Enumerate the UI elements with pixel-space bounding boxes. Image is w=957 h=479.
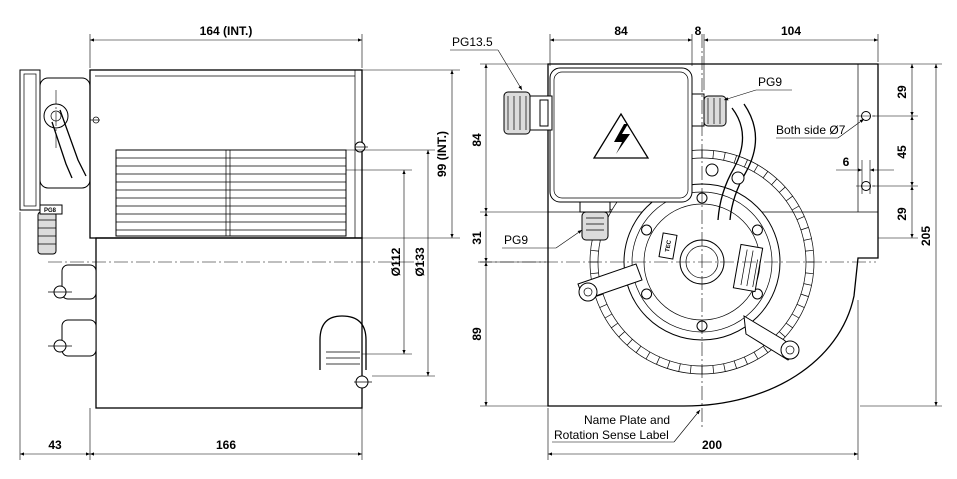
scroll-housing: [547, 63, 879, 407]
impeller-blade-tick: [805, 249, 814, 252]
impeller-blade-tick: [800, 227, 809, 231]
impeller-blade-tick: [712, 150, 715, 159]
impeller-blade-tick: [779, 186, 786, 193]
motor-screw: [751, 224, 763, 236]
dim-43: 43: [48, 438, 62, 452]
label-rotation-sense: Rotation Sense Label: [554, 428, 669, 442]
impeller-blade-tick: [805, 272, 814, 275]
impeller-blade-tick: [618, 331, 625, 338]
impeller-blade-tick: [712, 365, 715, 374]
label-pg135: PG13.5: [452, 35, 493, 49]
impeller-blade-tick: [753, 164, 759, 173]
impeller-blade-tick: [743, 159, 748, 168]
impeller-blade-tick: [785, 195, 793, 202]
impeller-blade-tick: [762, 345, 769, 353]
impeller-blade-tick: [604, 313, 613, 319]
impeller-blade-tick: [791, 205, 800, 211]
impeller-blade-tick: [733, 360, 737, 369]
cable-gland-pg9-top: [691, 93, 727, 127]
dim-166: 166: [216, 438, 236, 452]
impeller-blade-tick: [791, 313, 800, 319]
label-pg9-top: PG9: [758, 75, 782, 89]
side-plate-text: PG8: [44, 208, 57, 214]
impeller-blade-tick: [723, 152, 726, 161]
motor-screw: [641, 224, 653, 236]
cable-gland-pg135: [503, 91, 553, 135]
label-name-plate: Name Plate and: [584, 413, 670, 427]
impeller-blade-tick: [599, 303, 608, 308]
impeller-blade-tick: [656, 356, 661, 365]
side-impeller: [115, 149, 347, 237]
impeller-blade-tick: [595, 293, 604, 297]
motor-support-arm-right: [743, 315, 800, 361]
label-both-side-dia7: Both side Ø7: [776, 123, 846, 137]
impeller-blade-tick: [779, 331, 786, 338]
impeller-blade-tick: [689, 365, 692, 374]
side-cable-gland: [37, 211, 57, 255]
impeller-blade-tick: [678, 363, 681, 372]
impeller-blade-tick: [762, 171, 769, 179]
side-housing-lower: [95, 237, 363, 409]
side-view: PG8: [19, 24, 460, 460]
impeller-blade-tick: [611, 322, 619, 329]
dim-right-29-bottom: 29: [895, 207, 909, 221]
impeller-blade-tick: [743, 356, 748, 365]
impeller-blade-tick: [785, 322, 793, 329]
impeller-blade-tick: [645, 351, 651, 360]
dim-right-29-top: 29: [895, 85, 909, 99]
dim-dia-112: Ø112: [389, 247, 403, 276]
side-terminal-box: [19, 69, 41, 211]
impeller-blade-tick: [803, 238, 812, 241]
dim-right-45: 45: [895, 145, 909, 159]
cable-gland-pg9-bottom: [579, 201, 611, 241]
motor-support-arm-left: [577, 263, 643, 302]
dim-164-int: 164 (INT.): [200, 24, 253, 38]
dim-bottom-200: 200: [702, 438, 722, 452]
dim-right-205: 205: [919, 226, 933, 246]
impeller-blade-tick: [753, 351, 759, 360]
impeller-blade-tick: [803, 283, 812, 286]
motor-badge: TEC: [665, 239, 673, 253]
impeller-blade-tick: [723, 363, 726, 372]
impeller-blade-tick: [590, 272, 599, 275]
impeller-blade-tick: [733, 155, 737, 164]
front-view: TEC: [450, 24, 942, 460]
dim-dia-133: Ø133: [413, 247, 427, 277]
electrical-warning-icon: [592, 112, 650, 159]
impeller-blade-tick: [667, 360, 671, 369]
dim-top-84: 84: [614, 24, 628, 38]
dim-left-31: 31: [470, 231, 484, 245]
motor-cable: [717, 107, 744, 221]
impeller-blade-tick: [590, 249, 599, 252]
label-pg9-left: PG9: [504, 233, 528, 247]
motor-screw: [641, 288, 653, 300]
impeller-blade-tick: [771, 178, 778, 185]
dim-left-89: 89: [470, 327, 484, 341]
dim-99-int: 99 (INT.): [435, 131, 449, 177]
dim-left-84: 84: [470, 133, 484, 147]
dim-hole-6: 6: [843, 155, 850, 169]
impeller-blade-tick: [796, 303, 805, 308]
impeller-blade-tick: [626, 339, 633, 346]
dim-top-8: 8: [695, 24, 702, 38]
dim-top-104: 104: [781, 24, 801, 38]
impeller-blade-tick: [796, 216, 805, 221]
impeller-blade-tick: [635, 345, 642, 353]
impeller-blade-tick: [800, 293, 809, 297]
